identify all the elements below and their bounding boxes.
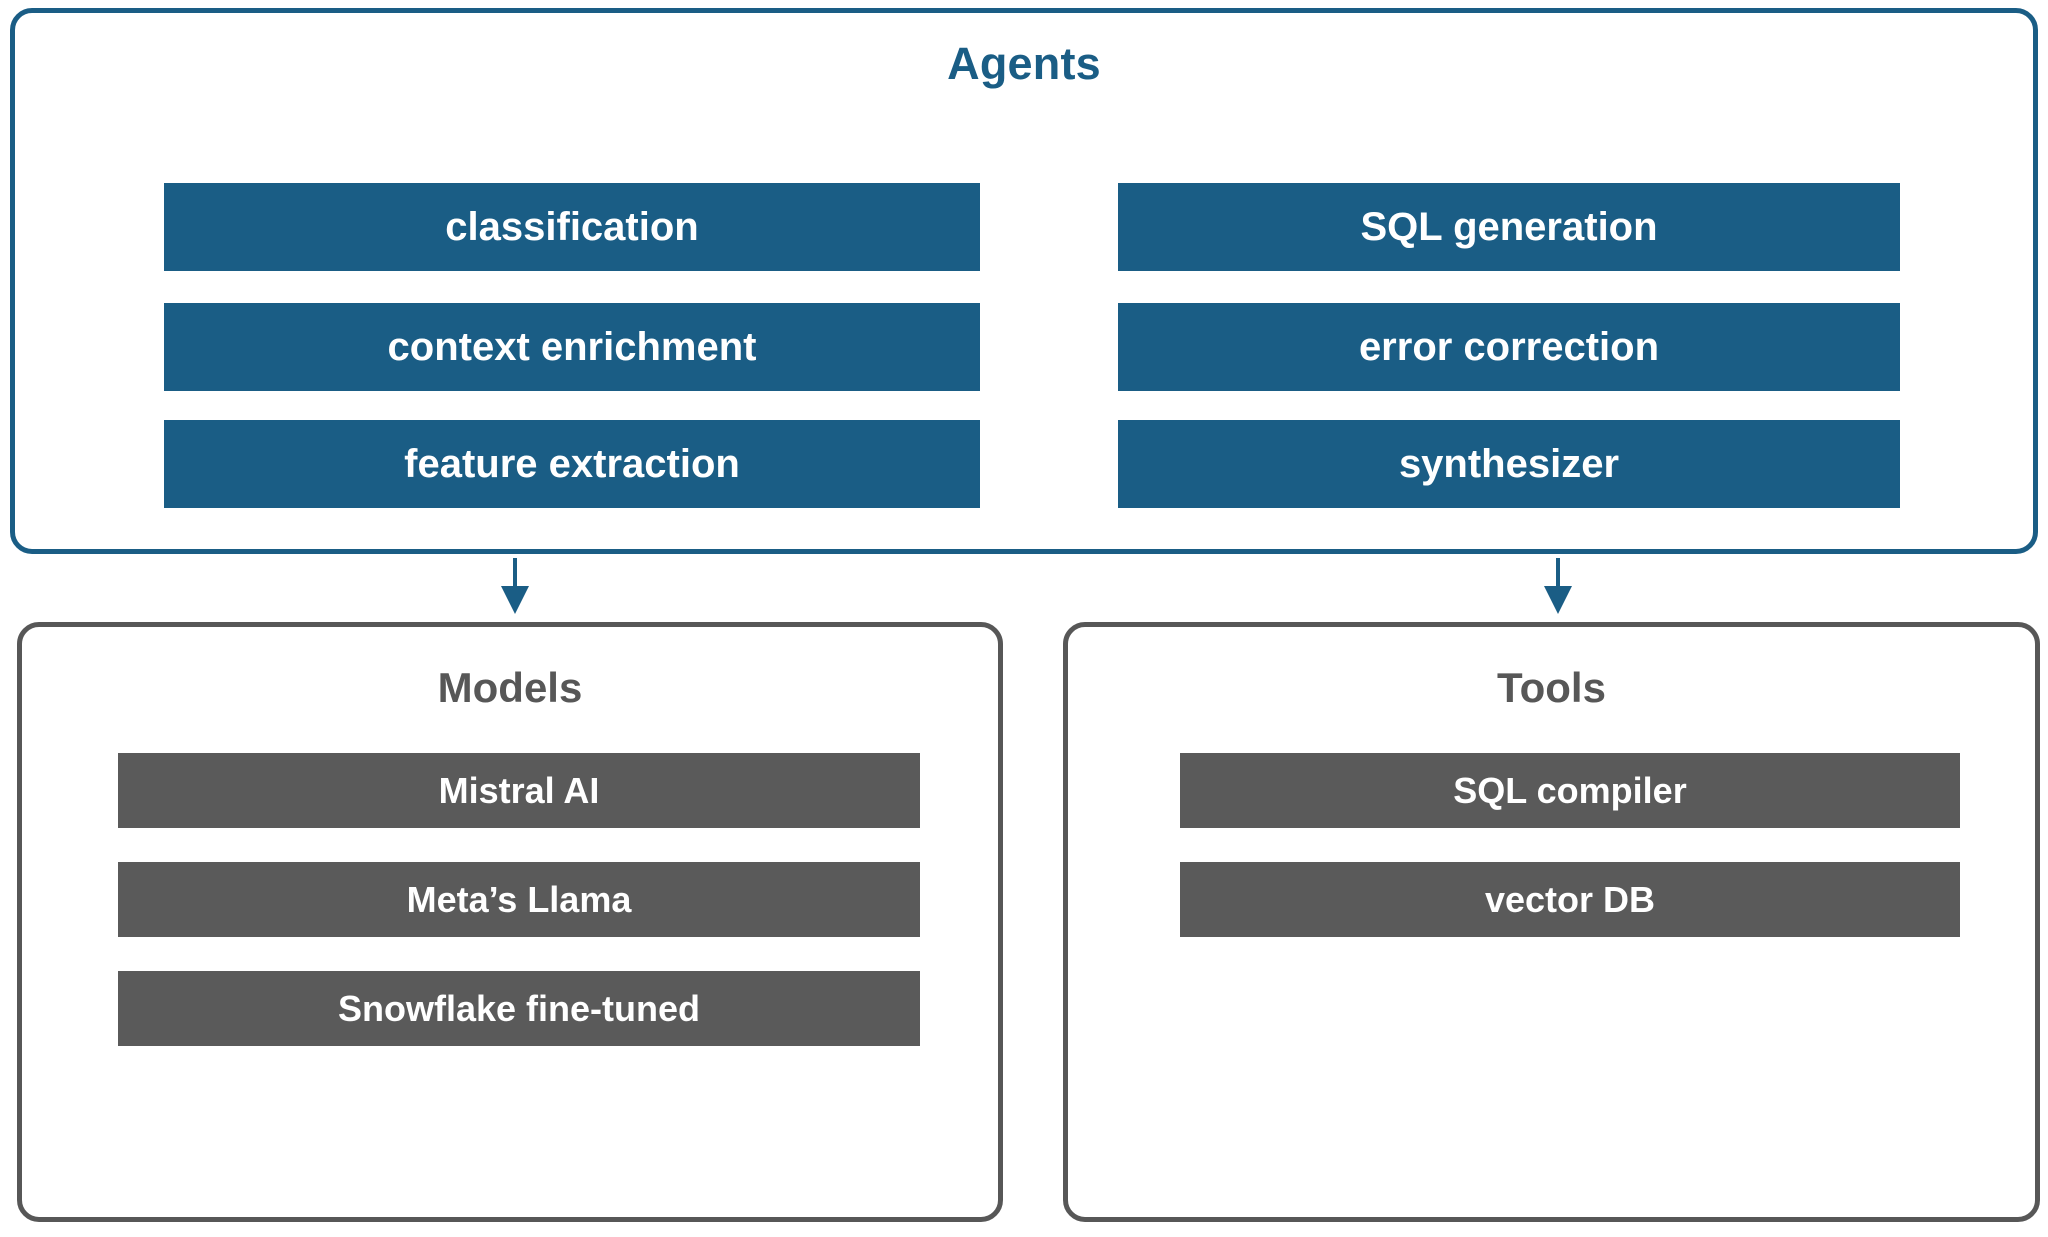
- models-panel-title: Models: [437, 664, 583, 711]
- tools-panel-title: Tools: [1497, 664, 1606, 711]
- agent-item-classification[interactable]: classification: [164, 183, 980, 271]
- tool-item-vector-db[interactable]: vector DB: [1180, 862, 1960, 937]
- arrow-down-icon-agents-to-models: [501, 558, 529, 614]
- agent-item-feature-extraction[interactable]: feature extraction: [164, 420, 980, 508]
- tool-item-sql-compiler[interactable]: SQL compiler: [1180, 753, 1960, 828]
- agent-item-sql-generation[interactable]: SQL generation: [1118, 183, 1900, 271]
- tools-panel: Tools SQL compiler vector DB: [1063, 622, 2040, 1222]
- agents-panel: Agents classification context enrichment…: [10, 8, 2038, 554]
- agent-item-error-correction[interactable]: error correction: [1118, 303, 1900, 391]
- models-panel: Models Mistral AI Meta’s Llama Snowflake…: [17, 622, 1003, 1222]
- model-item-metas-llama[interactable]: Meta’s Llama: [118, 862, 920, 937]
- arrow-down-icon-agents-to-tools: [1544, 558, 1572, 614]
- model-item-mistral-ai[interactable]: Mistral AI: [118, 753, 920, 828]
- agent-item-synthesizer[interactable]: synthesizer: [1118, 420, 1900, 508]
- model-item-snowflake-fine-tuned[interactable]: Snowflake fine-tuned: [118, 971, 920, 1046]
- agent-item-context-enrichment[interactable]: context enrichment: [164, 303, 980, 391]
- agents-panel-title: Agents: [947, 38, 1101, 89]
